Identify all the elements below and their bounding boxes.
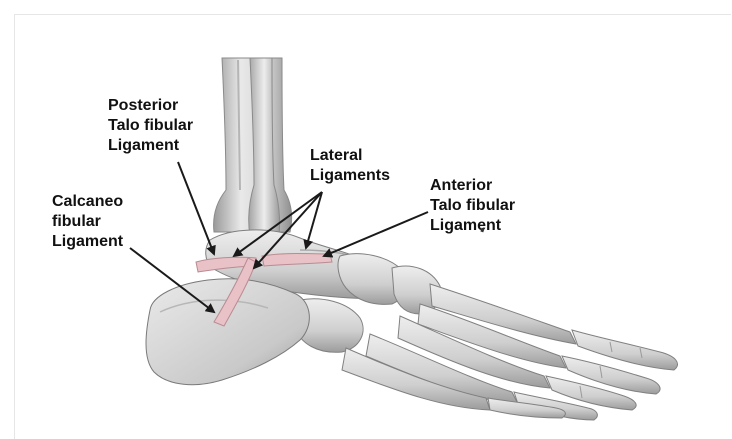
label-line: Talo fibular [108, 116, 193, 136]
label-line: Ligament [108, 136, 193, 156]
label-line: Talo fibular [430, 196, 515, 216]
label-calcaneofibular: Calcaneo fibular Ligament [52, 192, 123, 252]
label-lateral-ligaments: Lateral Ligaments [310, 146, 390, 186]
label-line: Ligaments [310, 166, 390, 186]
label-line: Posterior [108, 96, 193, 116]
label-line: Ligament [430, 216, 515, 236]
label-anterior-talofibular: Anterior Talo fibular Ligament [430, 176, 515, 236]
label-line: Anterior [430, 176, 515, 196]
label-line: fibular [52, 212, 123, 232]
arrow-posterior-talofibular [178, 162, 214, 254]
label-line: Ligament [52, 232, 123, 252]
calcaneus [146, 279, 309, 385]
arrow-anterior-talofibular [324, 212, 428, 256]
label-line: Lateral [310, 146, 390, 166]
label-posterior-talofibular: Posterior Talo fibular Ligament [108, 96, 193, 156]
label-line: Calcaneo [52, 192, 123, 212]
